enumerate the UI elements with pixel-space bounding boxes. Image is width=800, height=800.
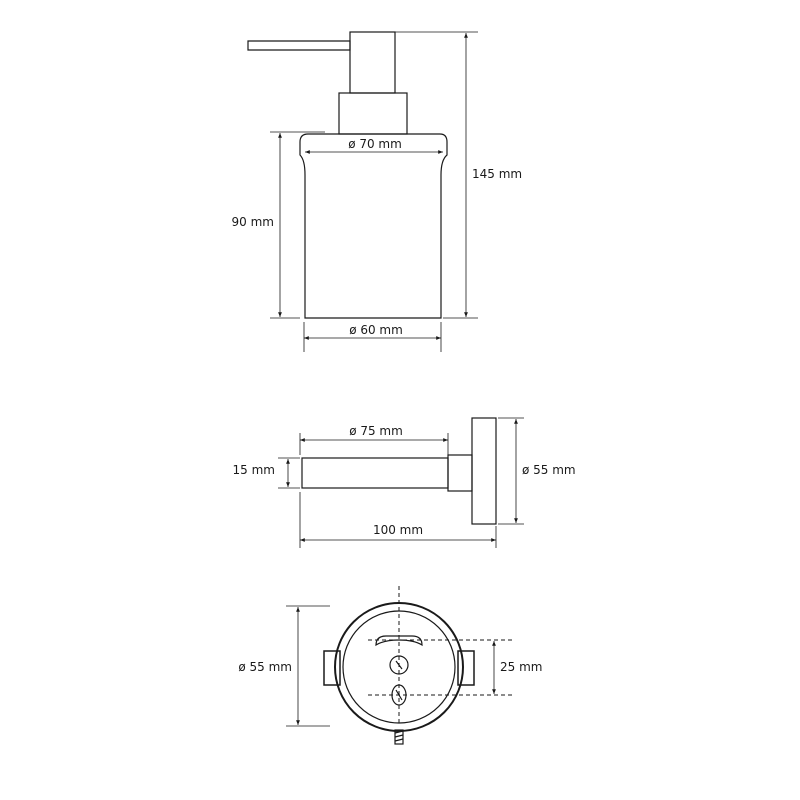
dim-bottom-diameter: ø 60 mm	[349, 323, 403, 337]
screw-icon	[394, 729, 404, 745]
dim-wall-plate-side: ø 55 mm	[522, 463, 576, 477]
right-tab	[457, 650, 475, 686]
holder-neck	[447, 454, 473, 492]
dim-body-height: 90 mm	[232, 215, 274, 229]
dim-wall-plate-front: ø 55 mm	[238, 660, 292, 674]
bottom-hole	[391, 684, 407, 706]
dim-top-diameter: ø 70 mm	[348, 137, 402, 151]
dim-holder-depth: 100 mm	[373, 523, 423, 537]
top-slot	[375, 635, 423, 647]
dispenser-spout	[247, 40, 351, 51]
dim-bar-thickness: 15 mm	[233, 463, 275, 477]
dispenser-pump-collar	[338, 92, 408, 135]
dim-hole-spacing: 25 mm	[500, 660, 542, 674]
keyhole	[389, 655, 409, 675]
dispenser-glass-body	[299, 133, 448, 319]
wall-plate-front-view: ø 55 mm 25 mm	[238, 586, 542, 745]
holder-wall-plate	[471, 417, 497, 525]
dim-ring-diameter: ø 75 mm	[349, 424, 403, 438]
dim-total-height: 145 mm	[472, 167, 522, 181]
dispenser-view: ø 70 mm ø 60 mm 90 mm 145 mm	[232, 31, 522, 352]
holder-side-view: ø 75 mm 15 mm 100 mm ø 55 mm	[233, 417, 576, 548]
holder-bar	[301, 457, 449, 489]
dispenser-pump-head	[349, 31, 396, 94]
left-tab	[323, 650, 341, 686]
